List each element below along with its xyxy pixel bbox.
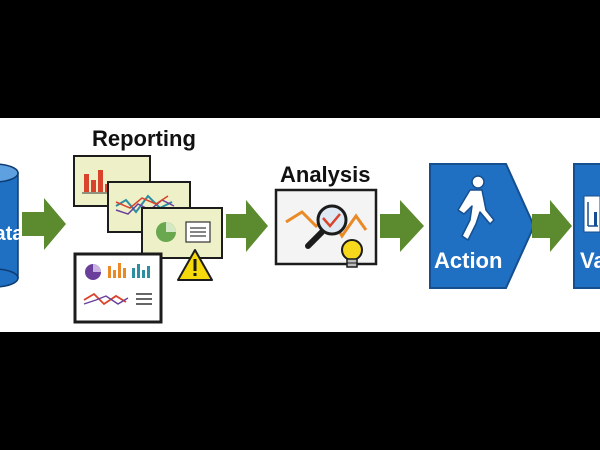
value-chart-icon — [583, 195, 600, 233]
warning-icon — [177, 249, 213, 281]
flow-arrow-2 — [226, 200, 268, 252]
value-label: Value — [580, 248, 600, 273]
report-card-pie — [141, 207, 223, 259]
analysis-label: Analysis — [280, 162, 371, 187]
value-stage: Value — [573, 163, 600, 289]
action-stage: Action — [429, 163, 536, 289]
bar-chart-icon — [132, 264, 150, 278]
process-flow-diagram: Data Reporting — [0, 126, 600, 324]
action-label: Action — [434, 248, 502, 273]
walking-person-icon — [457, 175, 495, 241]
reporting-stage: Reporting — [73, 126, 223, 324]
flow-arrow-1 — [22, 198, 66, 250]
bar-chart-icon — [108, 263, 126, 278]
report-card-dashboard — [73, 252, 163, 324]
list-icon — [136, 293, 152, 305]
flow-arrow-3 — [380, 200, 424, 252]
database-icon — [0, 163, 19, 288]
magnifier-icon — [305, 204, 348, 249]
lightbulb-icon — [341, 239, 363, 268]
data-stage: Data — [0, 163, 24, 288]
flow-arrow-4 — [532, 200, 572, 252]
pie-chart-icon — [85, 264, 101, 280]
list-icon — [185, 221, 211, 243]
line-chart-icon — [83, 292, 129, 306]
reporting-label: Reporting — [92, 126, 196, 151]
analysis-stage: Analysis — [274, 162, 378, 268]
data-label: Data — [0, 223, 24, 245]
diagram-band: Data Reporting — [0, 118, 600, 332]
action-box — [429, 163, 536, 289]
pie-chart-icon — [156, 222, 176, 242]
